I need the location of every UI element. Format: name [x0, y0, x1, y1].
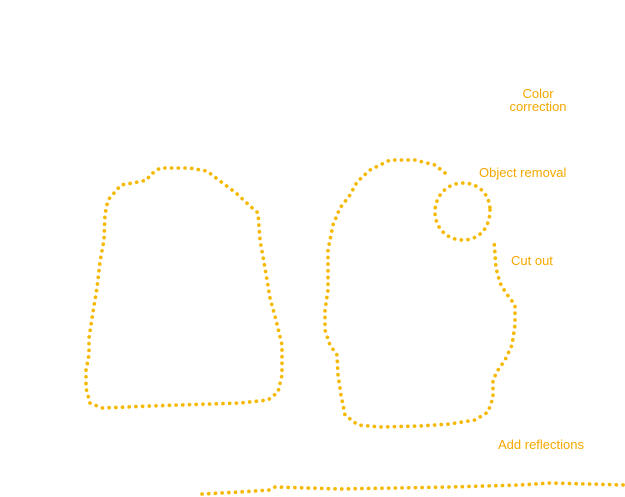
- right-object-outline: [323, 158, 517, 429]
- label-color-correction-line1: Color: [522, 86, 554, 101]
- label-cut-out: Cut out: [511, 253, 553, 268]
- object-removal-circle: [433, 181, 492, 242]
- label-object-removal: Object removal: [479, 165, 567, 180]
- label-color-correction: Color correction: [500, 87, 576, 113]
- label-color-correction-line2: correction: [509, 99, 567, 114]
- reflection-line: [200, 481, 625, 496]
- left-object-outline: [84, 166, 284, 410]
- label-add-reflections: Add reflections: [498, 437, 584, 452]
